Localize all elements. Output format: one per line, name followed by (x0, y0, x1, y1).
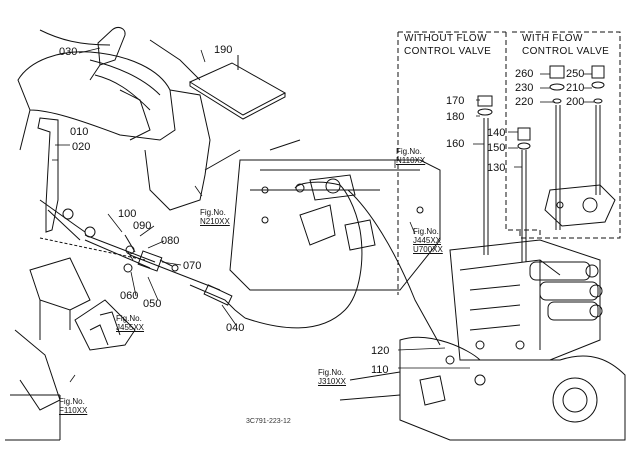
lever-arm (37, 117, 96, 241)
part-label-120: 120 (371, 345, 390, 357)
fig-ref-n210-prefix: Fig.No. (200, 208, 226, 217)
fig-ref-f110-code: F110XX (59, 406, 88, 415)
without-flow-header-line1: WITHOUT FLOW (404, 33, 487, 44)
stud-200 (591, 65, 605, 195)
fig-ref-f110[interactable]: Fig.No. F110XX (59, 397, 87, 415)
part-label-100: 100 (118, 208, 137, 220)
flow-control-cover (544, 184, 616, 227)
control-cable (189, 181, 441, 346)
part-label-160: 160 (446, 138, 465, 150)
part-label-190: 190 (214, 44, 233, 56)
without-flow-header: WITHOUT FLOW CONTROL VALVE (404, 32, 491, 58)
fig-ref-j445[interactable]: Fig.No. J445XX U700XX (413, 227, 443, 254)
leader-lines (52, 47, 594, 383)
stud-160 (477, 95, 493, 255)
part-label-210: 210 (566, 82, 585, 94)
part-label-250: 250 (566, 68, 585, 80)
with-flow-header-line1: WITH FLOW (522, 33, 583, 44)
part-label-060: 060 (120, 290, 139, 302)
fig-ref-j455[interactable]: Fig.No. J455XX (116, 314, 144, 332)
part-label-090: 090 (133, 220, 152, 232)
without-flow-header-line2: CONTROL VALVE (404, 46, 492, 57)
fig-ref-j310[interactable]: Fig.No. J310XX (318, 368, 346, 386)
frame-outline (204, 139, 441, 291)
part-label-170: 170 (446, 95, 465, 107)
part-label-080: 080 (161, 235, 180, 247)
part-label-220: 220 (515, 96, 534, 108)
part-label-260: 260 (515, 68, 534, 80)
fig-ref-n110-code: N110XX (396, 156, 426, 165)
manual-book (188, 55, 287, 120)
fig-ref-u700-code: U700XX (413, 245, 443, 254)
part-label-180: 180 (446, 111, 465, 123)
part-label-070: 070 (183, 260, 202, 272)
fig-ref-n110[interactable]: Fig.No. N110XX (396, 147, 425, 165)
fig-ref-j445-prefix: Fig.No. (413, 227, 439, 236)
part-label-030: 030 (59, 46, 78, 58)
fig-ref-j455-prefix: Fig.No. (116, 314, 142, 323)
part-label-040: 040 (226, 322, 245, 334)
stud-130 (517, 127, 531, 262)
part-label-150: 150 (487, 142, 506, 154)
with-flow-header: WITH FLOW CONTROL VALVE (522, 32, 609, 58)
fig-ref-f110-prefix: Fig.No. (59, 397, 85, 406)
valve-block (449, 239, 603, 361)
fig-ref-j310-prefix: Fig.No. (318, 368, 344, 377)
fig-ref-j455-code: J455XX (116, 323, 145, 332)
part-label-200: 200 (566, 96, 585, 108)
part-label-130: 130 (487, 162, 506, 174)
stud-220 (549, 65, 565, 230)
linkage-rod (39, 234, 221, 291)
transmission-housing (339, 336, 626, 441)
platform-bracket (5, 257, 136, 441)
diagram-code: 3C791-223-12 (246, 418, 291, 425)
cable-bracket (309, 174, 356, 201)
lever-knob (89, 27, 126, 81)
part-label-110: 110 (371, 364, 389, 376)
with-flow-group-box (512, 31, 621, 239)
fig-ref-n210-code: N210XX (200, 217, 230, 226)
fig-ref-j445-code: J445XX (413, 236, 442, 245)
fender-outline (17, 29, 211, 211)
fig-ref-j310-code: J310XX (318, 377, 347, 386)
with-flow-header-line2: CONTROL VALVE (522, 46, 610, 57)
part-label-230: 230 (515, 82, 534, 94)
part-label-050: 050 (143, 298, 162, 310)
fig-ref-n210[interactable]: Fig.No. N210XX (200, 208, 230, 226)
fig-ref-n110-prefix: Fig.No. (396, 147, 422, 156)
part-label-140: 140 (487, 127, 506, 139)
part-label-020: 020 (72, 141, 91, 153)
part-label-010: 010 (70, 126, 89, 138)
